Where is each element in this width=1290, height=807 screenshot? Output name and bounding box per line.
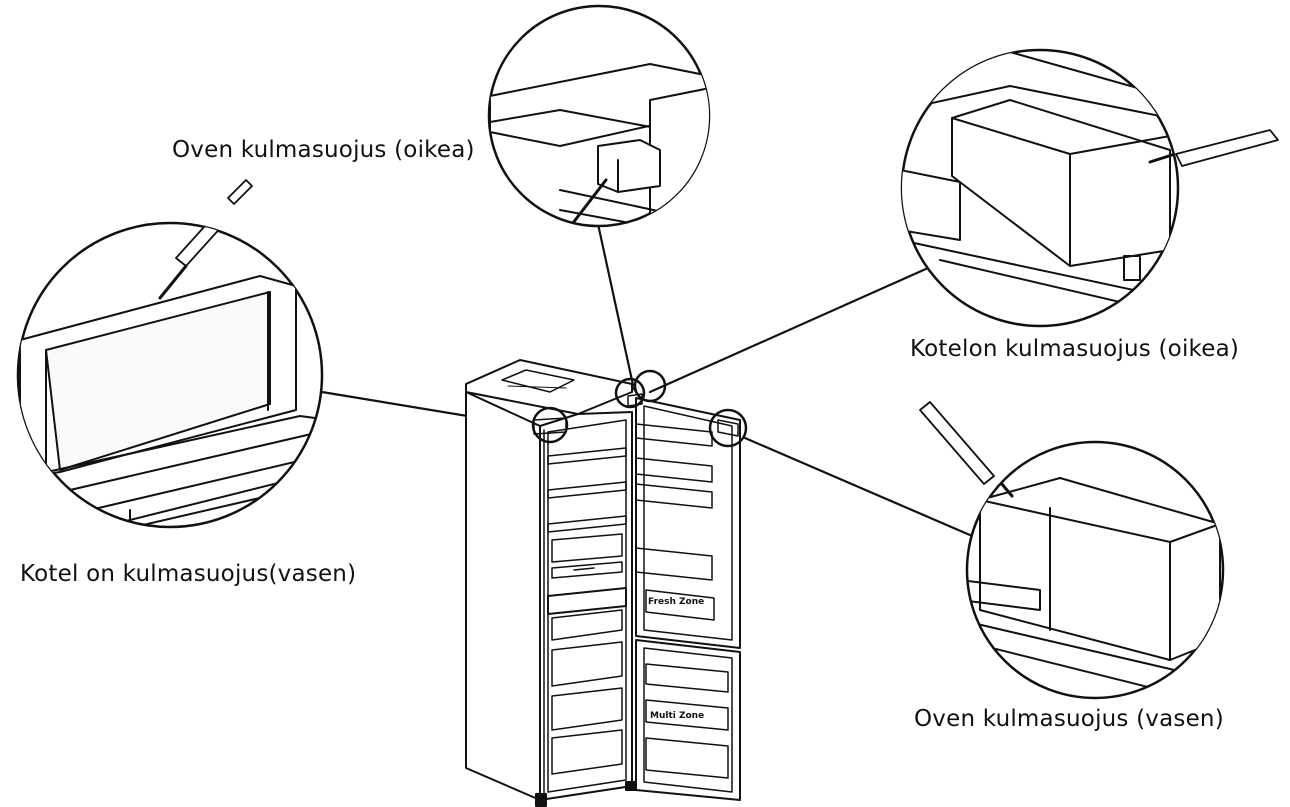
- label-door-cover-left: Oven kulmasuojus (vasen): [914, 706, 1224, 732]
- magnifier-cabinet-right: [900, 48, 1279, 328]
- fridge-cabinet-frame: [539, 411, 633, 801]
- fridge-top-vent: [501, 369, 575, 393]
- highlight-door-right: [614, 377, 646, 409]
- highlight-cabinet-right: [633, 369, 667, 403]
- magnifier-cabinet-left: [16, 179, 324, 529]
- leader-cabinet-right: [648, 266, 930, 394]
- door-label-multi-zone: Multi Zone: [650, 711, 704, 721]
- leader-door-left: [743, 436, 1002, 550]
- highlight-door-left: [708, 408, 748, 448]
- fridge-left-side: [465, 391, 541, 801]
- label-cabinet-cover-right: Kotelon kulmasuojus (oikea): [910, 336, 1240, 362]
- refrigerator: [465, 359, 748, 807]
- highlight-cabinet-left: [531, 406, 569, 444]
- fridge-door-upper: [635, 397, 741, 649]
- label-door-cover-right: Oven kulmasuojus (oikea): [172, 137, 475, 163]
- magnifier-door-left: [919, 401, 1225, 700]
- label-cabinet-cover-left: Kotel on kulmasuojus(vasen): [20, 561, 357, 587]
- fridge-shelves: [547, 447, 627, 775]
- fridge-door-lower: [635, 639, 741, 801]
- door-label-fresh-zone: Fresh Zone: [648, 597, 704, 607]
- leader-door-right: [596, 222, 635, 387]
- magnifier-door-right: [487, 4, 711, 228]
- door-bins: [635, 423, 715, 621]
